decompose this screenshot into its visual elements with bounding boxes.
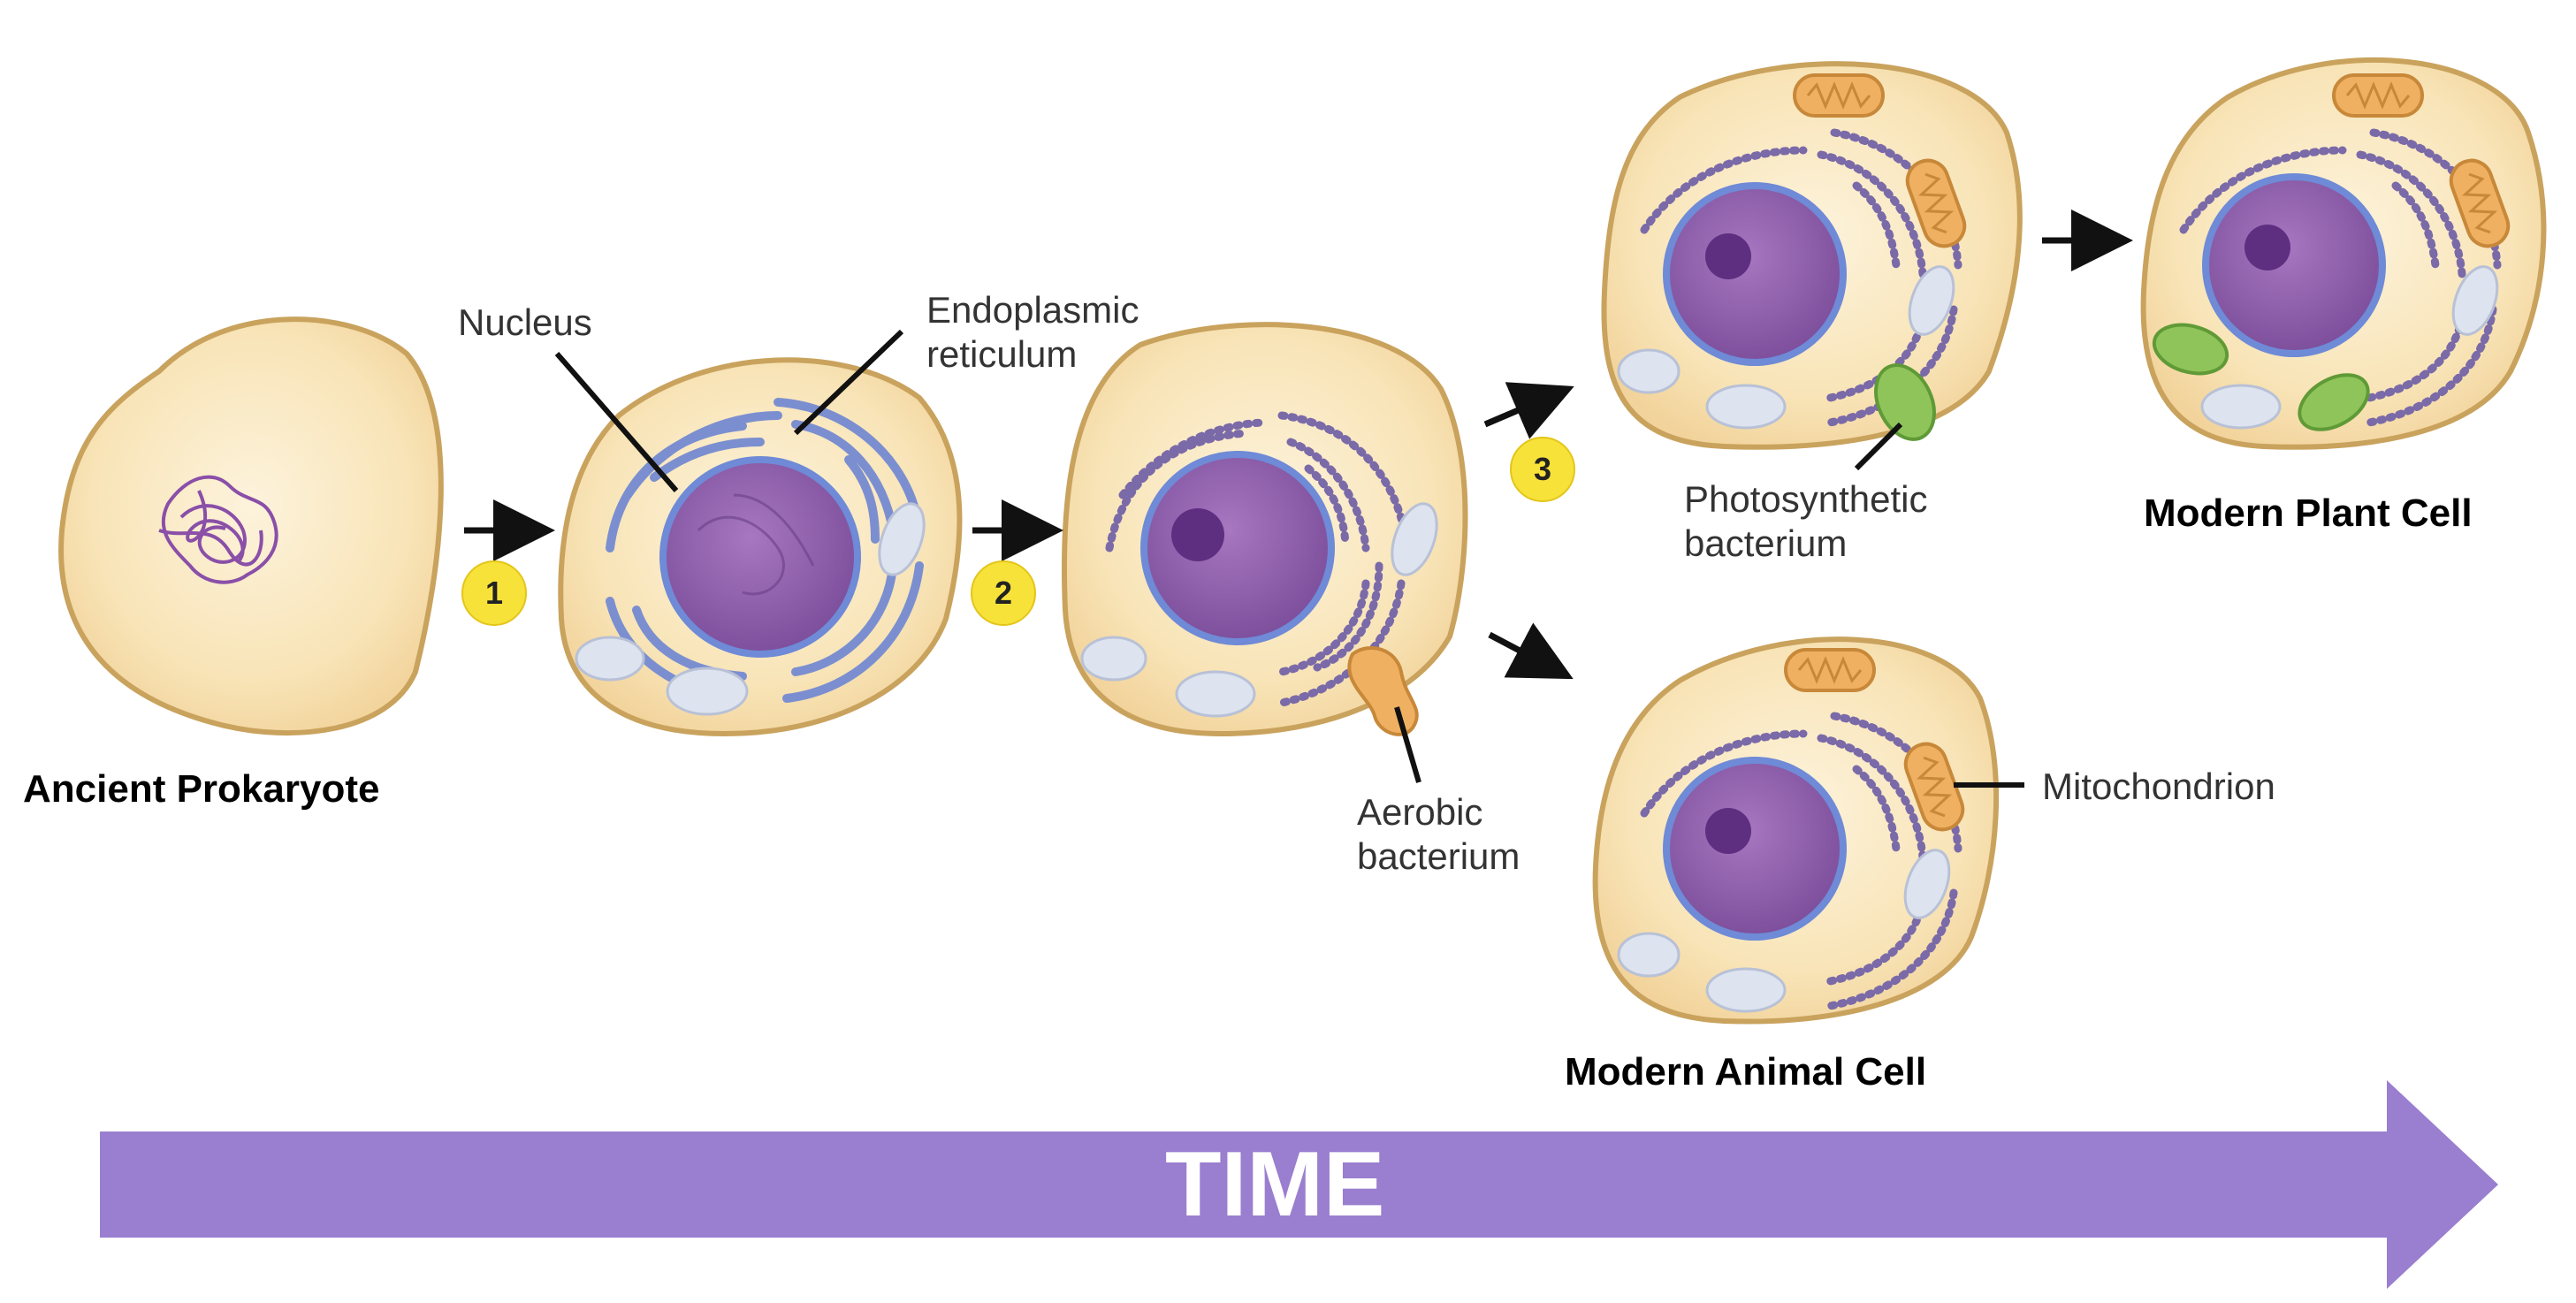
time-arrow-icon	[100, 1080, 2498, 1289]
nucleolus-icon	[1705, 808, 1751, 854]
mitochondrion-icon	[1905, 158, 1967, 248]
nucleus-label: Nucleus	[458, 301, 592, 343]
mitochondrion-icon	[1793, 73, 1885, 118]
vacuole-icon	[1617, 348, 1680, 394]
vacuole-icon	[1903, 849, 1951, 919]
aerobic-label-line1: Aerobic	[1357, 791, 1483, 833]
vacuole-icon	[1705, 384, 1787, 430]
nucleus-leader-line	[554, 352, 679, 492]
vacuole-icon	[1391, 502, 1438, 576]
chloroplast-icon	[2298, 373, 2370, 431]
er-label-line2: reticulum	[926, 333, 1078, 375]
time-label: TIME	[1165, 1133, 1385, 1236]
nucleus-organelle	[2202, 173, 2386, 357]
photo-leader-line	[1854, 422, 1903, 471]
modern-animal-cell	[1592, 636, 2000, 1025]
nucleolus-icon	[1705, 233, 1751, 279]
prokaryote-dna-icon	[158, 475, 278, 584]
step-badge-2: 2	[971, 560, 1036, 626]
chloroplast-icon	[2152, 323, 2229, 376]
prokaryote-cell	[58, 316, 444, 736]
photosynthetic-bacterium-icon	[1874, 363, 1936, 441]
vacuole-icon	[1617, 932, 1680, 978]
vacuole-icon	[1175, 670, 1256, 718]
leader-lines	[554, 329, 2024, 788]
aerobic-label-line2: bacterium	[1357, 835, 1520, 877]
nucleus-organelle	[1663, 182, 1847, 366]
er-label: Endoplasmic reticulum	[926, 288, 1139, 377]
nucleus-organelle	[1663, 757, 1847, 941]
nucleus-organelle	[1140, 451, 1335, 645]
vacuole-icon	[2200, 384, 2282, 430]
er-leader-line	[793, 329, 904, 436]
nucleated-cell	[558, 357, 963, 737]
arrow-up-right-icon	[1483, 382, 1574, 439]
ancient-prokaryote-title: Ancient Prokaryote	[23, 767, 380, 811]
arrow-down-right-icon	[1488, 622, 1574, 680]
vacuole-icon	[666, 667, 749, 716]
photosynthetic-bacterium-label: Photosynthetic bacterium	[1684, 477, 1928, 566]
vacuole-icon	[1705, 967, 1787, 1013]
plant-precursor-cell	[1601, 61, 2023, 450]
vacuole-icon	[2451, 265, 2499, 336]
nucleolus-icon	[2244, 225, 2290, 271]
rough-er-icon	[1105, 411, 1410, 707]
process-arrows	[464, 210, 2133, 680]
er-label-line1: Endoplasmic	[926, 289, 1139, 331]
aerobic-leader-line	[1394, 706, 1421, 783]
photo-label-line1: Photosynthetic	[1684, 478, 1928, 520]
step-badge-1: 1	[461, 560, 527, 626]
mitochondrion-icon	[2449, 158, 2511, 248]
vacuole-icon	[575, 636, 645, 682]
nucleolus-icon	[1171, 508, 1224, 561]
modern-plant-cell-title: Modern Plant Cell	[2144, 491, 2473, 535]
vacuole-icon	[1908, 265, 1955, 336]
mitochondrion-icon	[1784, 648, 1876, 692]
vacuole-icon	[878, 502, 926, 576]
mitochondrion-icon	[1903, 742, 1965, 832]
aerobic-bacterium-label: Aerobic bacterium	[1357, 790, 1520, 879]
engulfing-cell	[1061, 322, 1468, 737]
modern-plant-cell	[2140, 57, 2547, 450]
mitochondrion-icon	[2332, 73, 2424, 118]
mitochondrion-label: Mitochondrion	[2042, 766, 2275, 807]
photo-label-line2: bacterium	[1684, 522, 1848, 564]
step-badge-3: 3	[1510, 437, 1575, 502]
vacuole-icon	[1080, 636, 1147, 682]
modern-animal-cell-title: Modern Animal Cell	[1565, 1050, 1927, 1093]
nucleus-organelle	[659, 456, 861, 658]
